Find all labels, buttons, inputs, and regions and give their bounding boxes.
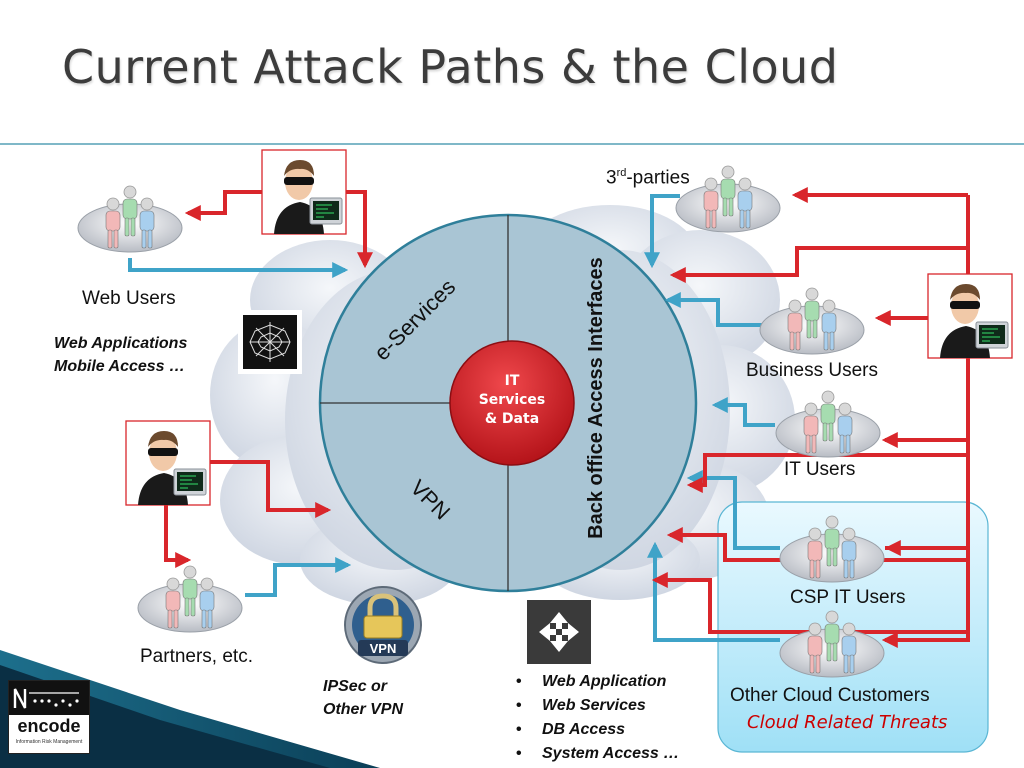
title-divider [0, 143, 1024, 145]
backoffice-list: •Web Application •Web Services •DB Acces… [516, 670, 679, 766]
web-users-label: Web Users [82, 288, 176, 309]
it-services-core-label: IT Services & Data [478, 373, 546, 427]
attacker-cloud-icon [927, 273, 1013, 359]
encode-logo: encode Information Risk Management [8, 680, 90, 754]
list-item: •System Access … [516, 745, 680, 762]
access-paths [128, 194, 780, 642]
move-arrows-icon [527, 600, 591, 664]
back-office-label: Back office Access Interfaces [585, 257, 607, 539]
vpn-lock-icon: VPN [344, 586, 422, 664]
web-users-group [78, 186, 182, 252]
page-title: Current Attack Paths & the Cloud [62, 40, 839, 94]
other-cloud-customers-label: Other Cloud Customers [730, 685, 930, 706]
list-item: •Web Services [516, 697, 646, 714]
csp-it-users-label: CSP IT Users [790, 587, 906, 608]
logo-word: encode [17, 716, 81, 736]
web-icon [238, 310, 302, 374]
it-services-core [449, 340, 575, 466]
business-users-label: Business Users [746, 360, 878, 381]
list-item: •Web Application [516, 673, 667, 690]
third-parties-group [676, 166, 780, 232]
ipsec-text: IPSec or Other VPN [323, 678, 404, 718]
partners-label: Partners, etc. [140, 646, 253, 667]
it-users-label: IT Users [784, 459, 856, 480]
partners-group [138, 566, 242, 632]
web-applications-text: Web Applications Mobile Access … [54, 335, 188, 375]
logo-network-icon [13, 688, 79, 709]
attacker-partner-icon [125, 420, 211, 506]
logo-subtitle: Information Risk Management [15, 739, 83, 745]
list-item: •DB Access [516, 721, 626, 738]
third-parties-label: 3rd-parties [606, 167, 690, 189]
attacker-web-icon [261, 149, 347, 235]
cloud-threats-label: Cloud Related Threats [747, 712, 948, 733]
logo-mark [9, 681, 89, 715]
vpn-badge-label: VPN [370, 641, 397, 656]
